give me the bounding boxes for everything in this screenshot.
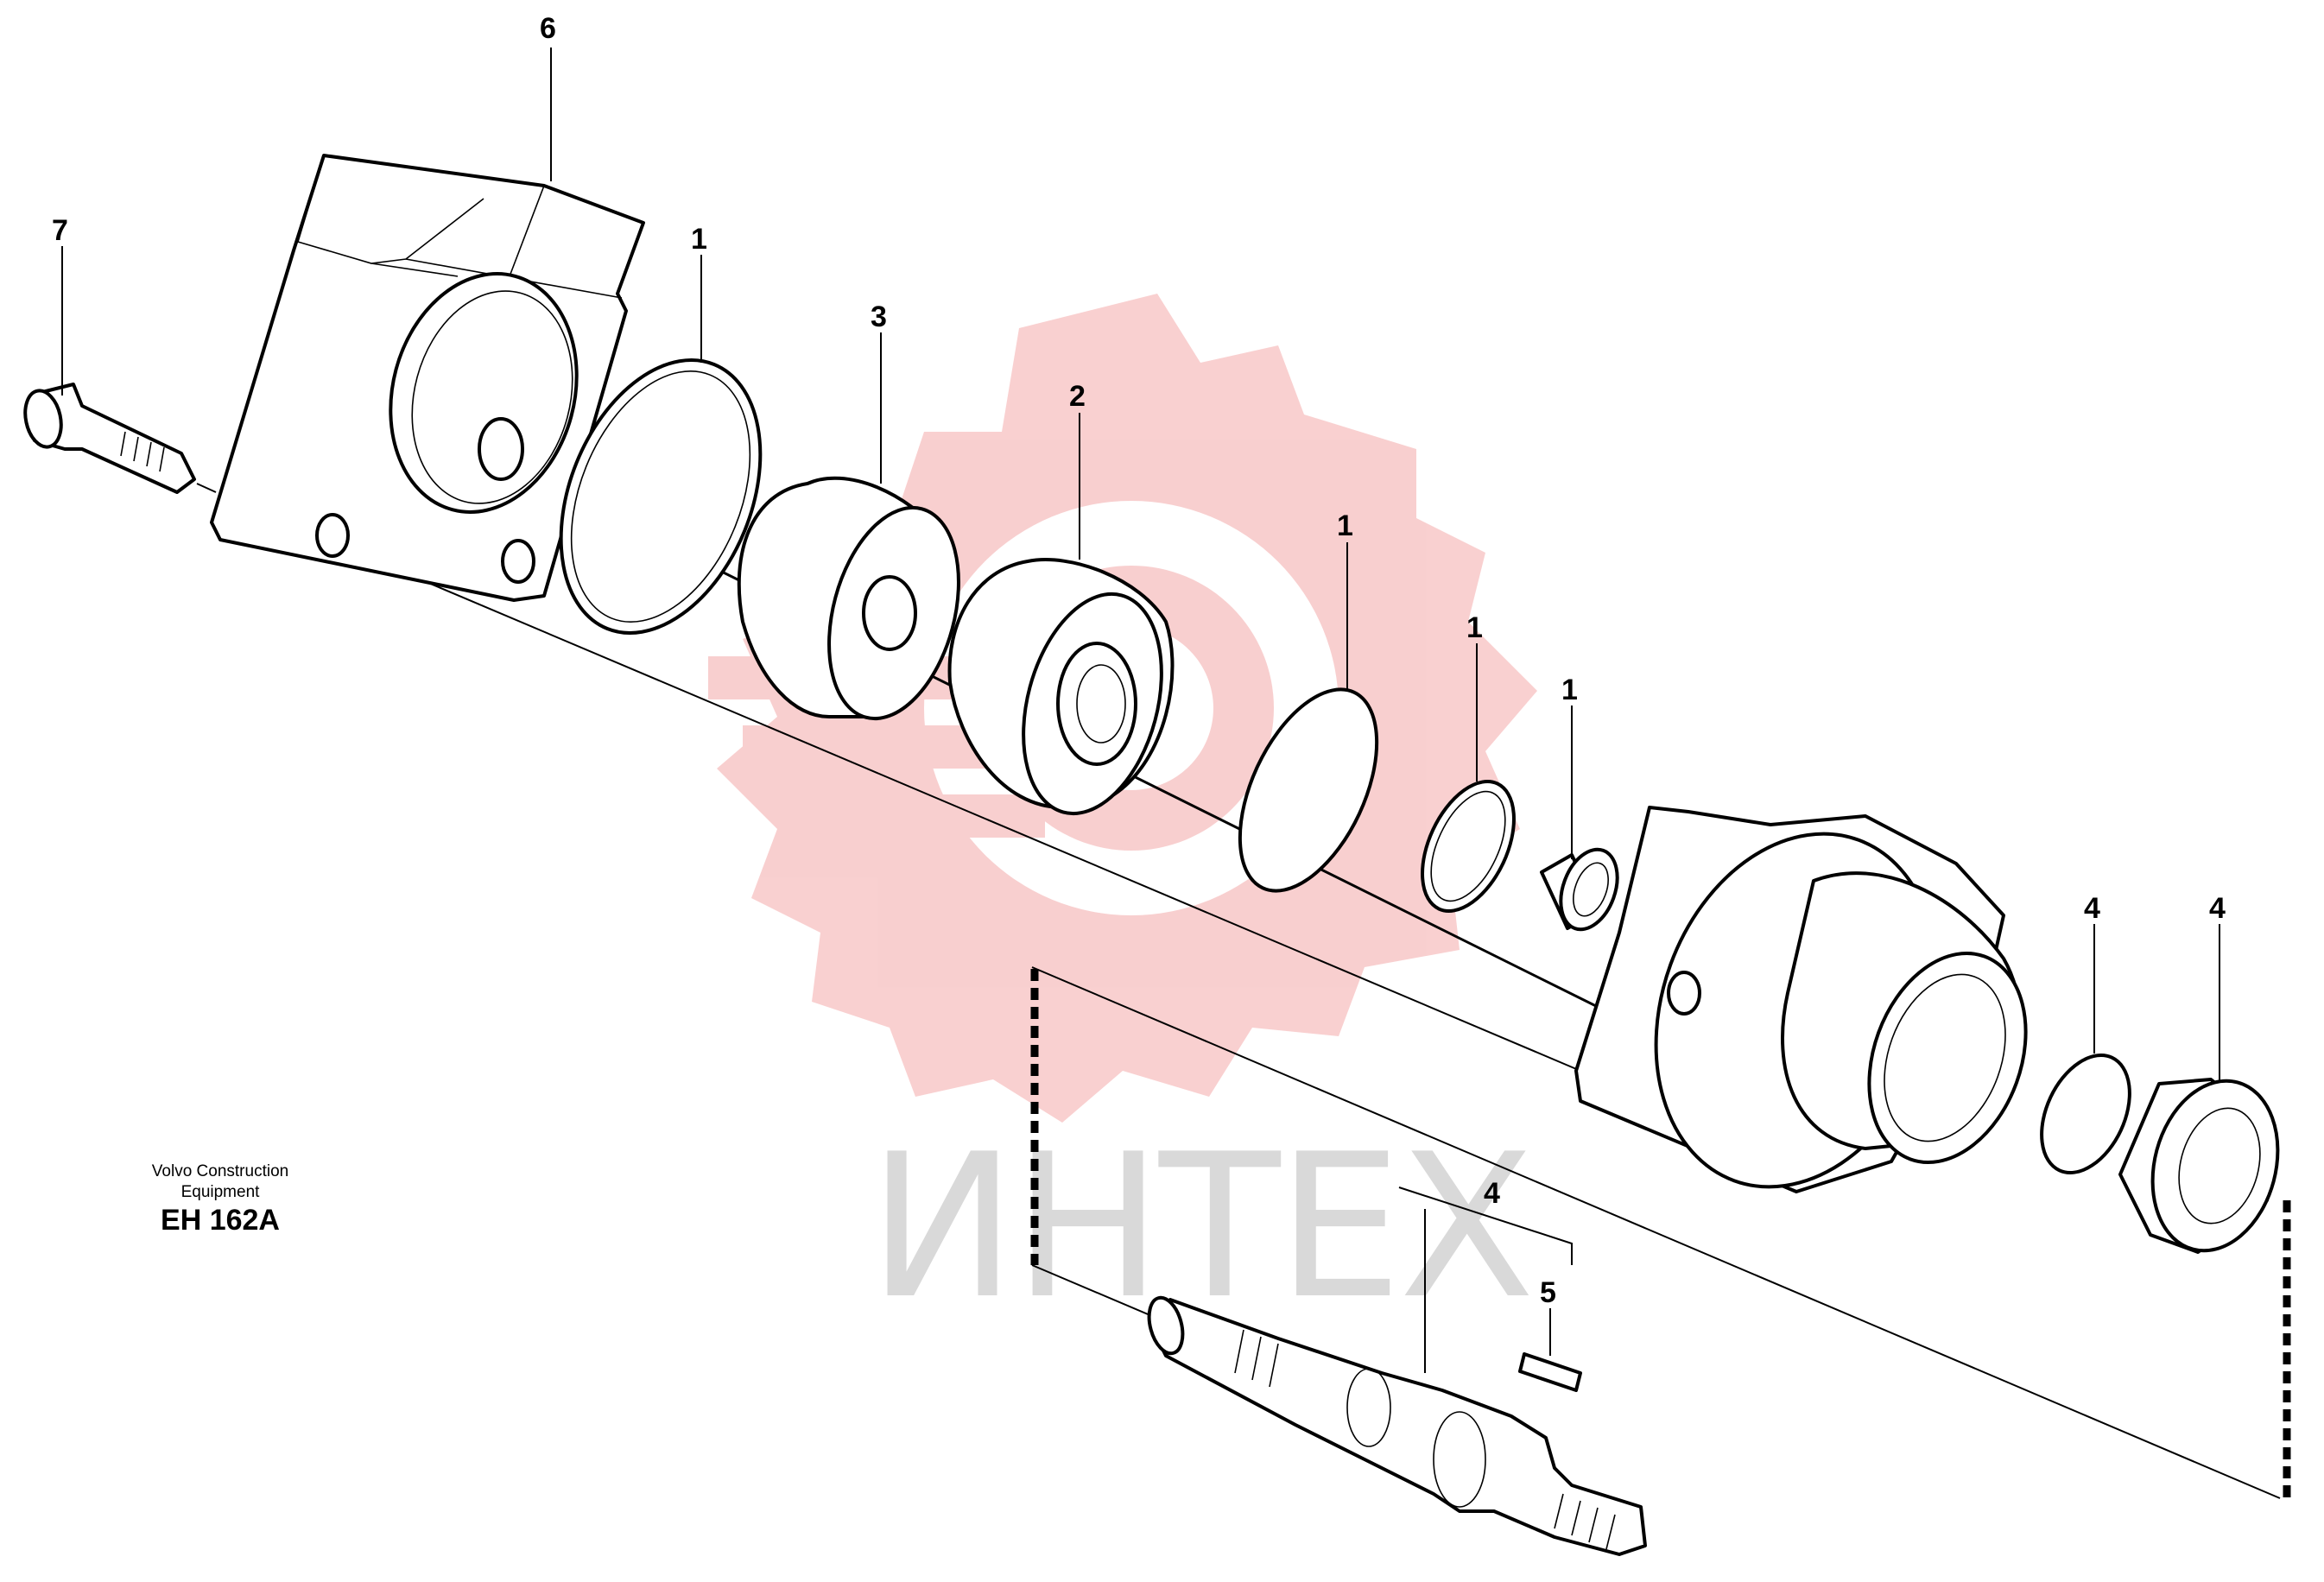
callout-3: 3 bbox=[871, 301, 887, 333]
caption-line-2: Equipment bbox=[180, 1183, 260, 1201]
callout-4-bearing: 4 bbox=[2209, 892, 2226, 925]
drive-shaft-part bbox=[1147, 1295, 1647, 1556]
o-ring-large bbox=[559, 358, 763, 635]
ball-bearing-part bbox=[2118, 1078, 2280, 1254]
caption-code: EH 162A bbox=[161, 1204, 280, 1237]
callout-4-oring-small: 4 bbox=[2084, 892, 2100, 925]
spacer-disc-part bbox=[737, 476, 960, 721]
callout-5: 5 bbox=[1540, 1276, 1556, 1309]
bolt-part bbox=[23, 383, 217, 494]
callout-6: 6 bbox=[540, 12, 556, 45]
diagram-caption: Volvo Construction Equipment EH 162A bbox=[104, 1161, 337, 1237]
callout-1-shaft-seal: 1 bbox=[1561, 674, 1578, 706]
end-housing-part bbox=[210, 154, 645, 602]
o-ring-medium bbox=[1238, 687, 1379, 893]
flange-housing-part bbox=[1574, 806, 2028, 1193]
group-bracket-line bbox=[1398, 1186, 1573, 1265]
callout-1-oring-large: 1 bbox=[691, 223, 707, 256]
seal-ring-small bbox=[1421, 780, 1516, 913]
shaft-seal-part bbox=[1540, 847, 1619, 932]
assembly-guide-line bbox=[336, 543, 1581, 1072]
bearing-housing-part bbox=[947, 558, 1175, 816]
shaft-guide-line bbox=[1031, 966, 2281, 1499]
o-ring-small bbox=[2040, 1054, 2131, 1174]
leader-lines bbox=[61, 47, 2220, 1373]
shaft-key-part bbox=[1518, 1352, 1582, 1392]
dashed-bracket bbox=[1030, 969, 2291, 1498]
callout-1-seal-ring: 1 bbox=[1466, 611, 1483, 644]
callout-4-group: 4 bbox=[1484, 1177, 1500, 1210]
callout-7: 7 bbox=[52, 214, 68, 247]
watermark-text: ИНТЕХ bbox=[868, 1112, 1531, 1343]
caption-line-1: Volvo Construction bbox=[151, 1162, 289, 1180]
callout-2: 2 bbox=[1069, 380, 1086, 413]
callout-1-oring-medium: 1 bbox=[1337, 509, 1353, 542]
